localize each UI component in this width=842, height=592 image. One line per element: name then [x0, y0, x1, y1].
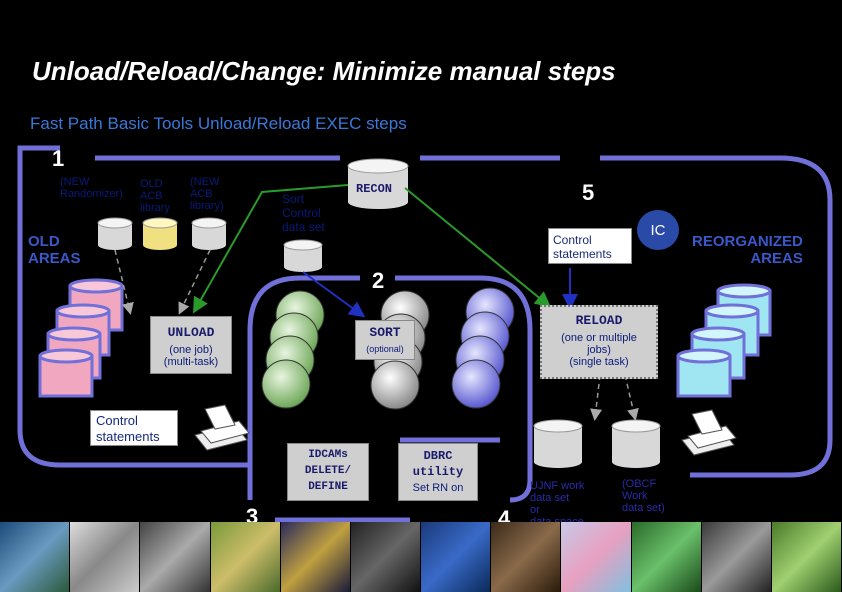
blue-arrows	[302, 268, 578, 318]
ic-label: IC	[650, 221, 666, 239]
reload-label: RELOAD	[575, 313, 623, 328]
old-acb-label: OLD ACB library	[140, 178, 170, 214]
dashed-arrows	[114, 249, 639, 421]
old-area-cylinders	[38, 278, 124, 398]
library-cylinders	[97, 158, 661, 468]
unload-box: UNLOAD (one job) (multi-task)	[150, 316, 232, 374]
dbrc-sub-label: Set RN on	[412, 482, 464, 494]
paper-stacks	[194, 404, 737, 456]
photo-tile	[421, 522, 492, 592]
reload-disks	[451, 287, 515, 409]
reorganized-areas-label: REORGANIZED AREAS	[692, 233, 803, 267]
sort-box: SORT (optional)	[355, 320, 415, 360]
photo-tile	[0, 522, 71, 592]
step-1: 1	[52, 146, 65, 171]
photo-tile	[140, 522, 211, 592]
obcf-label: (OBCF Work data set)	[622, 478, 665, 514]
new-randomizer-label: (NEW Randomizer)	[60, 176, 123, 200]
reorganized-area-cylinders	[676, 283, 772, 398]
photo-tile	[280, 522, 351, 592]
photo-tile	[771, 522, 842, 592]
dbrc-label: DBRC utility	[412, 449, 464, 479]
reload-sub-label: (one or multiple jobs) (single task)	[561, 332, 637, 368]
dbrc-box: DBRC utility Set RN on	[398, 443, 478, 501]
recon-label: RECON	[356, 182, 393, 196]
old-areas-label: OLD AREAS	[28, 233, 81, 267]
green-arrows	[193, 184, 552, 314]
page-title: Unload/Reload/Change: Minimize manual st…	[32, 56, 616, 86]
photo-tile	[70, 522, 141, 592]
new-acb-label: (NEW ACB library)	[190, 176, 224, 212]
step-5: 5	[582, 180, 595, 205]
sort-disks	[261, 290, 325, 409]
idcams-box: IDCAMs DELETE/ DEFINE	[287, 443, 369, 501]
control-statements-left-box: Control statements	[90, 410, 178, 446]
control-statements-right-box: Control statements	[548, 228, 632, 264]
control-statements-left-label: Control statements	[96, 413, 160, 444]
unload-sub-label: (one job) (multi-task)	[163, 344, 219, 368]
sort-label: SORT	[369, 325, 401, 340]
photo-tile	[701, 522, 772, 592]
sort-sub-label: (optional)	[366, 344, 404, 354]
photo-strip	[0, 522, 842, 592]
ic-badge: IC	[637, 210, 679, 250]
photo-tile	[491, 522, 562, 592]
step-2: 2	[372, 268, 385, 293]
photo-tile	[561, 522, 632, 592]
photo-tile	[350, 522, 422, 592]
ujnf-label: UJNF work data set or data space	[530, 480, 585, 528]
sort-control-label: Sort Control data set	[282, 192, 325, 234]
loop-border	[17, 145, 833, 523]
unload-label: UNLOAD	[167, 325, 215, 340]
page-subtitle: Fast Path Basic Tools Unload/Reload EXEC…	[30, 114, 407, 133]
photo-tile	[631, 522, 702, 592]
control-statements-right-label: Control statements	[553, 233, 612, 261]
reload-box: RELOAD (one or multiple jobs) (single ta…	[540, 305, 658, 379]
idcams-label: IDCAMs DELETE/ DEFINE	[304, 449, 352, 493]
photo-tile	[210, 522, 281, 592]
